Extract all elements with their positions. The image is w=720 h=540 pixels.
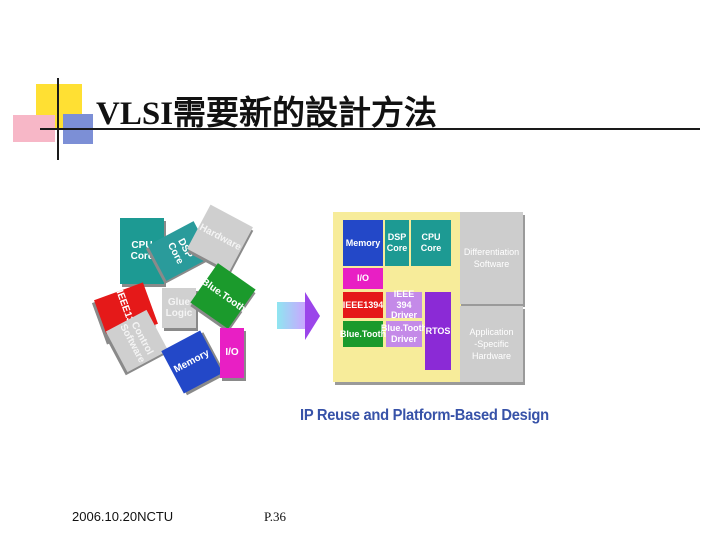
platform-ieee1394: IEEE1394 — [343, 292, 383, 318]
title-underline — [40, 128, 700, 130]
page-number: P.36 — [264, 509, 287, 524]
decor-vertical-line — [57, 78, 59, 160]
slide-title: VLSI需要新的設計方法 — [96, 96, 438, 132]
arrow-right-icon — [305, 292, 320, 340]
diagram-caption: IP Reuse and Platform-Based Design — [300, 407, 549, 424]
tile-bluetooth: Blue.Tooth — [190, 263, 256, 329]
platform-soc-block: Memory DSP Core CPU Core I/O IEEE1394 IE… — [333, 212, 461, 382]
application-specific-hardware-box: Application -Specific Hardware — [460, 306, 523, 382]
differentiation-software-box: Differentiation Software — [460, 212, 523, 304]
platform-io: I/O — [343, 268, 383, 289]
tile-memory: Memory — [161, 330, 223, 394]
platform-ieee-driver: IEEE 394 Driver — [386, 289, 422, 320]
platform-rtos: RTOS — [425, 292, 451, 370]
platform-dsp-core: DSP Core — [385, 220, 409, 266]
footer-date-org: 2006.10.20NCTU — [72, 509, 174, 524]
tile-glue-logic: Glue Logic — [162, 288, 196, 328]
arrow-shaft — [277, 302, 305, 329]
platform-bluetooth-driver: Blue.Tooth Driver — [381, 321, 427, 347]
platform-cpu-core: CPU Core — [411, 220, 451, 266]
platform-bluetooth: Blue.Tooth — [340, 321, 386, 347]
tile-io: I/O — [220, 328, 244, 378]
platform-memory: Memory — [343, 220, 383, 266]
